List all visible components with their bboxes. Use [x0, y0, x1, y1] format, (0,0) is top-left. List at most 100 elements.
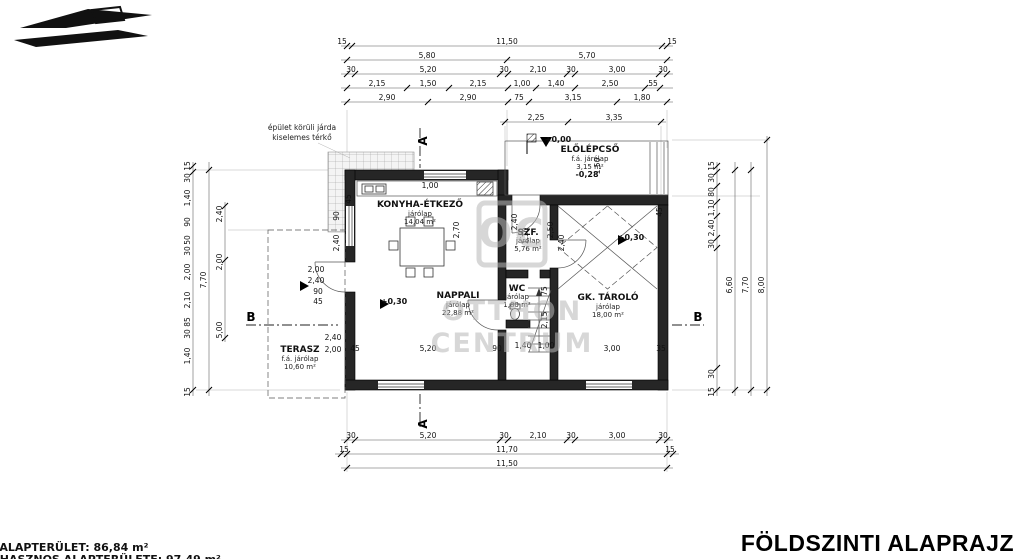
dimension-tick — [563, 436, 571, 444]
room-area: 1,80 m² — [503, 301, 531, 309]
room-finish: járólap — [595, 303, 620, 311]
dimension-tick — [763, 136, 771, 144]
dimension-label: 30 — [566, 431, 576, 440]
dimension-tick — [713, 386, 721, 394]
dimension-label: 15 — [667, 37, 677, 46]
dimension-tick — [525, 98, 533, 106]
dimension-label: 2,25 — [528, 113, 545, 122]
dimension-label: 6,60 — [725, 276, 734, 293]
dimension-tick — [221, 202, 229, 210]
dimension-label: 1,40 — [183, 189, 192, 206]
dimension-label: 2,15 — [369, 79, 386, 88]
dimension-label: 45 — [655, 207, 664, 217]
section-letter-a-bottom: A — [416, 419, 430, 429]
dimension-tick — [763, 386, 771, 394]
dimension-tick — [747, 386, 755, 394]
section-letter-b-left: B — [246, 310, 255, 324]
section-markers: A A B B — [246, 128, 704, 429]
dimension-tick — [663, 70, 671, 78]
dimension-label: 2,15 — [470, 79, 487, 88]
dimension-tick — [571, 84, 579, 92]
watermark-monogram: OC — [478, 211, 545, 257]
room-finish: f.á. járólap — [282, 355, 319, 363]
level-label: +0,30 — [618, 233, 645, 242]
dimension-tick — [713, 182, 721, 190]
section-letter-a-top: A — [416, 136, 430, 146]
dimension-tick — [337, 450, 345, 458]
sidewalk-annotation: épület körüli járda kiselemes térkő — [268, 123, 351, 159]
dimension-tick — [504, 84, 512, 92]
dimension-tick — [496, 436, 504, 444]
room-label: WC — [509, 284, 526, 294]
dimension-label: 11,50 — [496, 459, 518, 468]
dimension-tick — [657, 118, 665, 126]
dimension-label: 2,40 — [510, 213, 519, 230]
dimension-label: 30 — [658, 65, 668, 74]
annotation-line: épület körüli járda — [268, 123, 336, 132]
dimension-label: 45 — [344, 194, 353, 204]
dimension-tick — [655, 70, 663, 78]
dimension-label: 15 — [183, 161, 192, 171]
dimension-tick — [221, 256, 229, 264]
dimension-label: 11,50 — [496, 37, 518, 46]
dimension-tick — [496, 70, 504, 78]
dimension-label: 30 — [346, 65, 356, 74]
dimension-tick — [189, 386, 197, 394]
room-area: 5,76 m² — [514, 245, 542, 253]
dimension-lines-layer — [189, 42, 771, 472]
dimension-label: 80 — [707, 187, 716, 197]
table-icon — [399, 227, 445, 267]
dimension-label: 1,10 — [707, 199, 716, 216]
dimension-tick — [503, 56, 511, 64]
storage-roof-cross — [557, 205, 658, 290]
dimension-label: 2,50 — [546, 221, 555, 238]
room-finish: járólap — [515, 237, 540, 245]
dimension-tick — [747, 166, 755, 174]
dimension-label: 30 — [499, 431, 509, 440]
dimension-tick — [563, 70, 571, 78]
dimension-tick — [713, 244, 721, 252]
dimension-label: 30 — [658, 431, 668, 440]
dimension-label: 1,40 — [183, 347, 192, 364]
dimension-label: 2,10 — [183, 291, 192, 308]
dimension-label: 8,00 — [757, 276, 766, 293]
dimension-label: 2,90 — [460, 93, 477, 102]
dimension-label: 5,70 — [579, 51, 596, 60]
dimension-tick — [424, 98, 432, 106]
dimension-label: 2,90 — [379, 93, 396, 102]
dimension-tick — [571, 436, 579, 444]
dimension-tick — [713, 364, 721, 372]
dimension-label: 30 — [183, 329, 192, 339]
level-label: -0,28 — [575, 170, 598, 179]
room-label: ELŐLÉPCSŐ — [561, 143, 620, 155]
dimension-label: 2,00 — [325, 345, 342, 354]
level-label: +0,30 — [381, 297, 408, 306]
watermark-logo-box — [476, 200, 548, 268]
section-letter-b-right: B — [693, 310, 702, 324]
room-finish: f.á. járólap — [572, 155, 609, 163]
sink-icon — [361, 183, 387, 195]
dimension-label: 35 — [656, 344, 666, 353]
dimension-label: 30 — [707, 369, 716, 379]
dimension-label: 90 — [492, 344, 502, 353]
dimension-tick — [663, 436, 671, 444]
dimension-tick — [713, 168, 721, 176]
dimension-tick — [205, 386, 213, 394]
dimension-tick — [641, 84, 649, 92]
room-finish: járólap — [445, 301, 470, 309]
level-label: +0,00 — [545, 135, 572, 144]
dimension-label: 2,70 — [452, 221, 461, 238]
dimension-label: 30 — [183, 246, 192, 256]
dimension-label: 30 — [707, 239, 716, 249]
extension-lines — [196, 110, 770, 472]
dimension-label: 1,00 — [514, 79, 531, 88]
dimension-tick — [713, 162, 721, 170]
logo-flag — [90, 5, 126, 25]
dimension-label: 2,40 — [707, 219, 716, 236]
watermark: OC OTTHON CENTRUM — [431, 200, 591, 359]
room-finish: járólap — [504, 293, 529, 301]
dimension-label: 1,10 — [521, 227, 530, 244]
dimension-label: 2,40 — [325, 333, 342, 342]
dimension-label: 7,70 — [741, 276, 750, 293]
